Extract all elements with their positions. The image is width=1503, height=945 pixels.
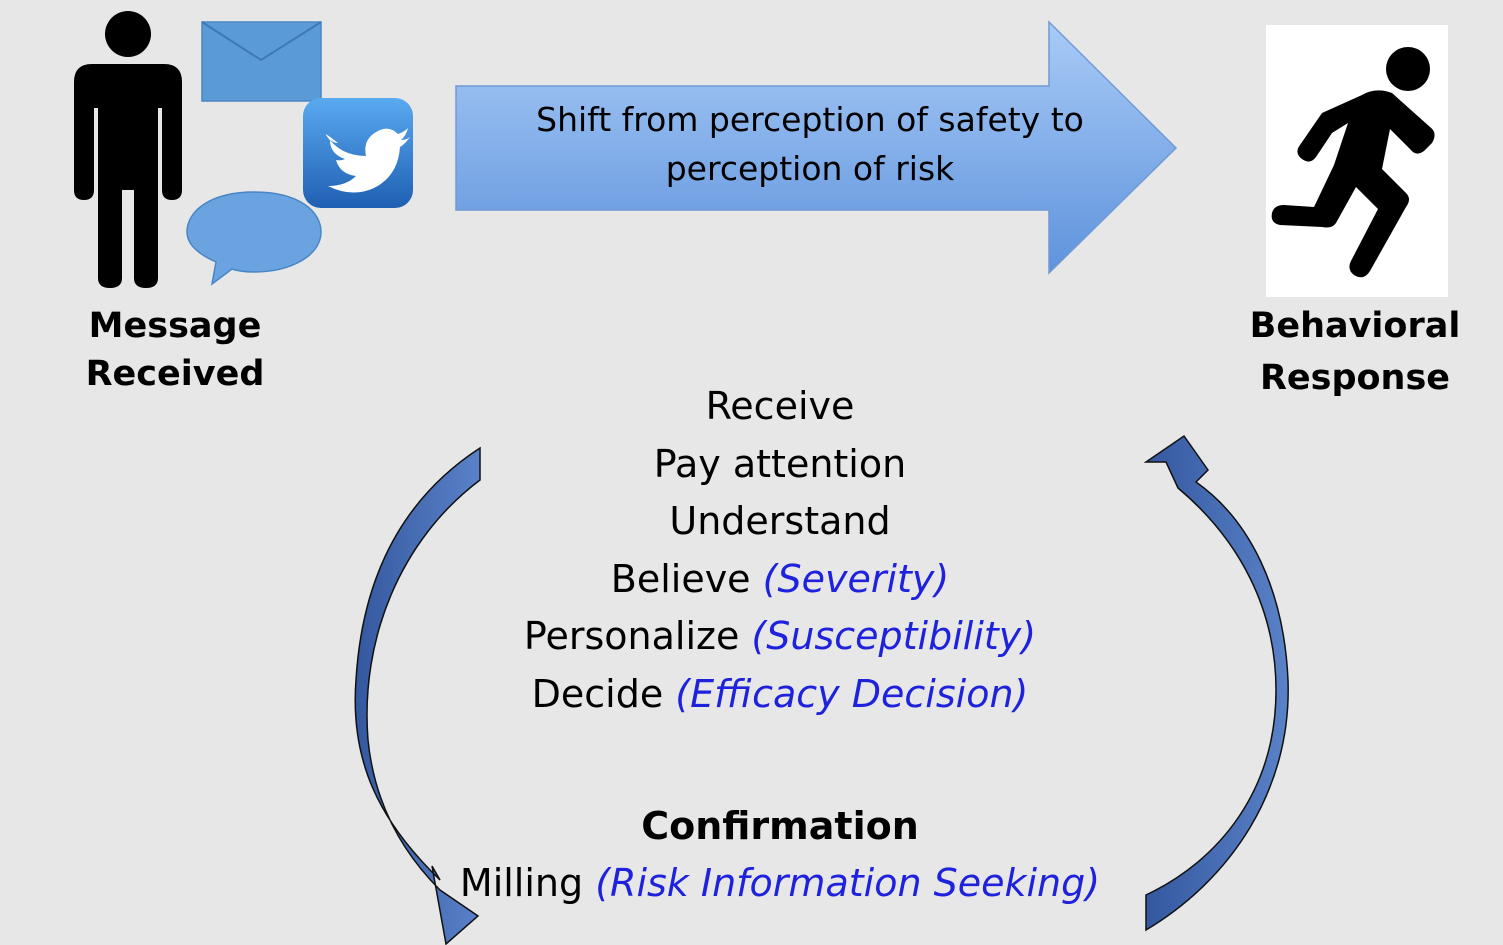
person-icon [74, 11, 182, 288]
envelope-icon [201, 21, 322, 102]
arrow-text-line2: perception of risk [665, 149, 955, 188]
twitter-bird-icon [303, 98, 413, 208]
severity-qualifier: (Severity) [762, 556, 950, 601]
process-steps: Receive Pay attention Understand Believe… [380, 378, 1180, 723]
behavioral-response-line1: Behavioral [1249, 306, 1461, 346]
step-receive: Receive [705, 384, 855, 428]
confirmation-heading: Confirmation [641, 804, 919, 848]
step-decide: Decide (Efficacy Decision) [531, 671, 1029, 716]
left-curved-arrow [354, 446, 481, 945]
step-personalize: Personalize (Susceptibility) [523, 614, 1037, 658]
milling-line: Milling (Risk Information Seeking) [459, 861, 1101, 905]
confirmation-block: Confirmation Milling (Risk Information S… [380, 798, 1180, 912]
risk-information-seeking-qualifier: (Risk Information Seeking) [595, 861, 1101, 905]
step-understand: Understand [669, 499, 891, 543]
behavioral-response-line2: Response [1259, 358, 1451, 398]
right-curved-arrow [1143, 434, 1289, 932]
efficacy-decision-qualifier: (Efficacy Decision) [675, 671, 1029, 716]
behavioral-response-label: Behavioral Response [1215, 300, 1495, 404]
message-received-label: Message Received [85, 306, 265, 394]
susceptibility-qualifier: (Susceptibility) [751, 614, 1037, 658]
arrow-text-line1: Shift from perception of safety to [536, 100, 1084, 139]
big-right-arrow [455, 20, 1178, 275]
running-person-icon [1271, 47, 1435, 278]
behavior-image [1266, 25, 1448, 297]
speech-bubble-icon [186, 191, 322, 286]
step-believe: Believe (Severity) [610, 556, 950, 601]
arrow-text: Shift from perception of safety to perce… [505, 95, 1115, 193]
step-pay-attention: Pay attention [653, 441, 907, 486]
